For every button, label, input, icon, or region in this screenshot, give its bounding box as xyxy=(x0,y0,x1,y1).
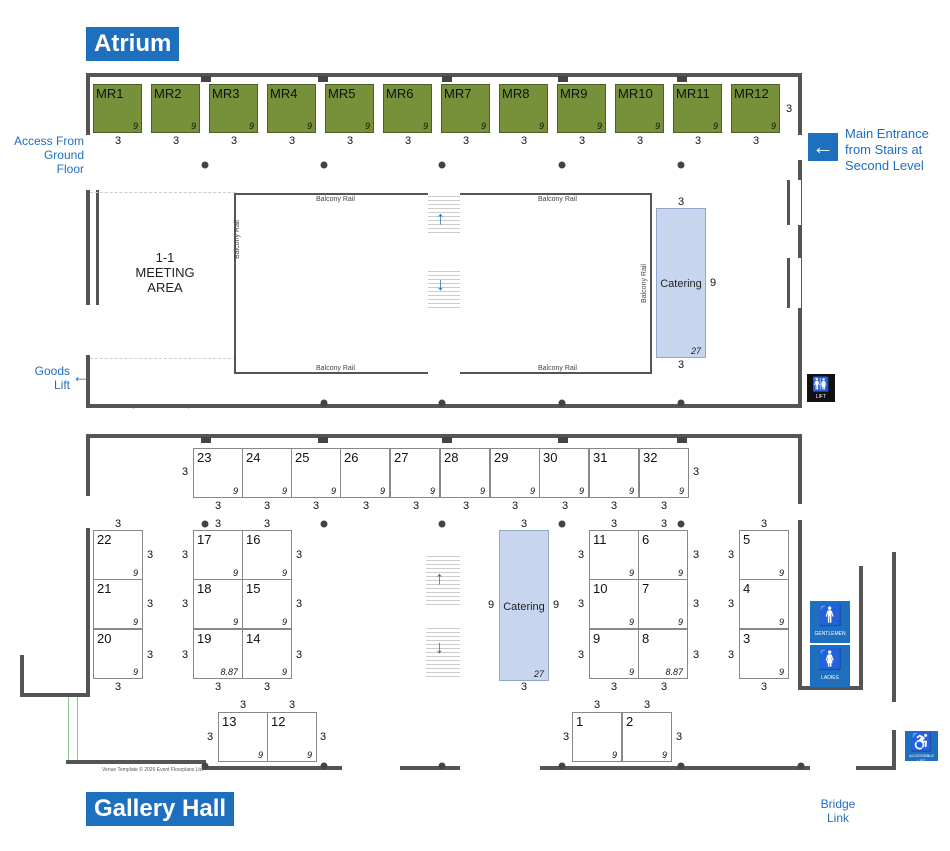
atrium-title: Atrium xyxy=(86,27,180,61)
down-arrow-icon: ↓ xyxy=(435,637,444,657)
gallery-stairs xyxy=(426,625,460,680)
stairs-up xyxy=(428,193,460,233)
gallery-hall-title: Gallery Hall xyxy=(86,792,235,826)
dimension: 9 xyxy=(709,277,717,289)
balcony-rail-label: Balcony Rail xyxy=(316,196,355,203)
accessible-lift-icon: ♿ ACCESSIBLE LIFT xyxy=(905,731,938,763)
goods-lift-arrow-icon: ← xyxy=(72,366,90,386)
goods-lift-label: Goods Lift xyxy=(34,364,70,392)
balcony-rail-label: Balcony Rail xyxy=(538,365,577,372)
gentlemen-toilet-icon: 🚹 GENTLEMEN xyxy=(810,601,850,643)
main-entrance-label: Main Entrance from Stairs at Second Leve… xyxy=(845,126,929,173)
meeting-area-label: 1-1 MEETING AREA xyxy=(135,250,195,295)
template-credit: Venue Template © 2026 Event Floorplans L… xyxy=(108,404,209,410)
atrium-catering[interactable]: Catering 27 xyxy=(656,208,706,358)
balcony-rail-label: Balcony Rail xyxy=(538,196,577,203)
balcony-rail-label: Balcony Rail xyxy=(640,264,648,303)
stairs-down xyxy=(428,268,460,308)
toilets-lift-icon: 🚻LIFT xyxy=(807,374,835,402)
gallery-stairs xyxy=(426,553,460,608)
template-credit: Venue Template © 2026 Event Floorplans L… xyxy=(102,767,203,773)
balcony-rail-label: Balcony Rail xyxy=(233,220,241,259)
emergency-exit xyxy=(68,697,78,760)
up-arrow-icon: ↑ xyxy=(436,208,445,228)
gallery-catering[interactable]: Catering 27 xyxy=(499,530,549,681)
ladies-toilet-icon: 🚺 LADIES xyxy=(810,645,850,687)
bridge-link-label: Bridge Link xyxy=(820,797,856,825)
dimension: 3 xyxy=(677,359,685,371)
dimension: 3 xyxy=(677,196,685,208)
down-arrow-icon: ↓ xyxy=(436,274,445,294)
main-entrance-arrow-icon: ← xyxy=(808,133,838,161)
balcony-rail-label: Balcony Rail xyxy=(316,365,355,372)
access-label: Access From Ground Floor xyxy=(14,134,85,176)
up-arrow-icon: ↑ xyxy=(435,568,444,588)
